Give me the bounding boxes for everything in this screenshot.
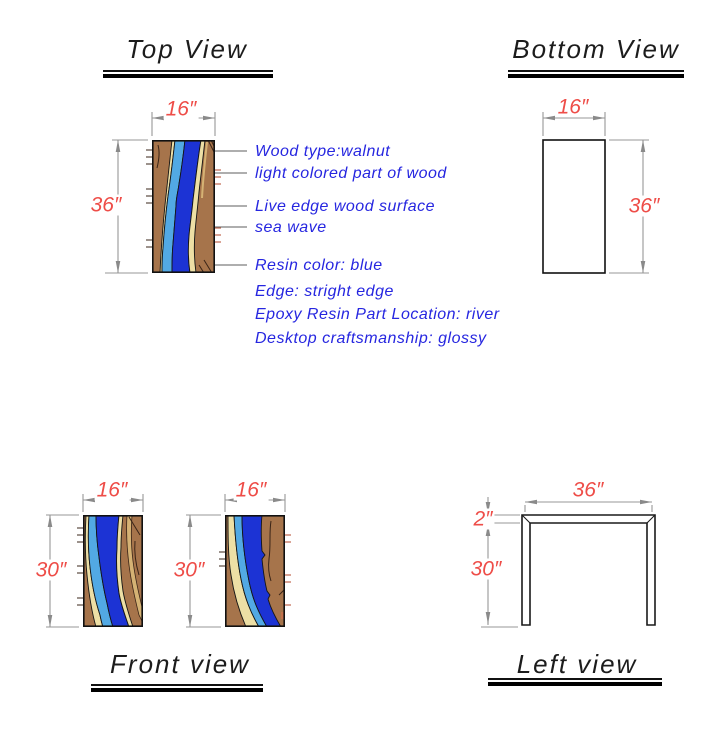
front-view-panel-left <box>83 515 143 627</box>
title-front-view: Front view <box>110 649 250 679</box>
annotation-light-wood: light colored part of wood <box>255 165 447 182</box>
dim-front-right-height: 30″ <box>171 558 207 582</box>
annotation-wood-type: Wood type:walnut <box>255 143 391 160</box>
dim-front-left-height: 30″ <box>33 558 69 582</box>
dim-front-right-width: 16″ <box>233 478 269 502</box>
wood-grain-lines <box>128 516 141 576</box>
annotation-live-edge: Live edge wood surface <box>255 198 435 215</box>
live-edge-ticks-red <box>215 169 291 606</box>
title-left-view-underline <box>488 678 662 686</box>
annotation-craftsmanship: Desktop craftsmanship: glossy <box>255 330 487 347</box>
title-left-view: Left view <box>516 649 638 679</box>
annotation-sea-wave: sea wave <box>255 219 327 236</box>
dim-bottom-height: 36″ <box>626 194 662 218</box>
dim-front-left-width: 16″ <box>94 478 130 502</box>
title-top-view: Top View <box>126 34 248 64</box>
title-front-view-underline <box>91 684 263 692</box>
dim-left-leg-height: 30″ <box>468 557 504 581</box>
top-view-panel <box>152 140 215 273</box>
title-top-view-underline <box>103 70 273 78</box>
annotation-edge-type: Edge: stright edge <box>255 283 394 300</box>
bottom-view-outline <box>542 139 606 274</box>
live-edge-ticks-dark <box>77 149 225 606</box>
wood-knot <box>281 612 285 619</box>
title-bottom-view-underline <box>508 70 684 78</box>
annotation-resin-location: Epoxy Resin Part Location: river <box>255 306 500 323</box>
front-view-panel-right <box>225 515 285 627</box>
left-view-table-outline <box>521 514 656 626</box>
dim-top-height: 36″ <box>88 193 124 217</box>
dim-left-top-thickness: 2″ <box>471 507 495 531</box>
title-bottom-view: Bottom View <box>512 34 680 64</box>
annotation-resin-color: Resin color: blue <box>255 257 383 274</box>
dim-left-width: 36″ <box>570 478 606 502</box>
dim-top-width: 16″ <box>163 97 199 121</box>
dim-bottom-width: 16″ <box>555 95 591 119</box>
